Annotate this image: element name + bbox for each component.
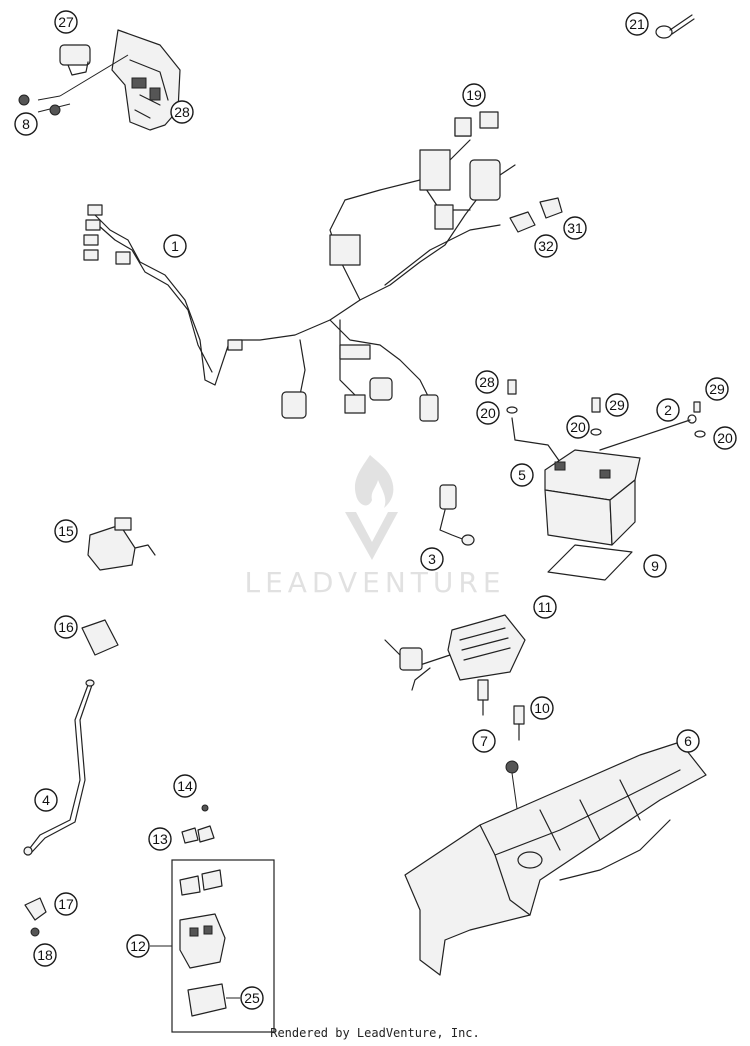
- svg-text:20: 20: [717, 430, 733, 446]
- svg-text:28: 28: [479, 374, 495, 390]
- callout-2: 2: [656, 398, 680, 422]
- ground-cable: [439, 484, 475, 546]
- callout-6: 6: [676, 729, 700, 753]
- svg-text:19: 19: [466, 87, 482, 103]
- battery-pad: [547, 544, 633, 581]
- svg-text:14: 14: [177, 778, 193, 794]
- battery-cables-bolts: [506, 379, 706, 463]
- svg-text:31: 31: [567, 220, 583, 236]
- svg-text:6: 6: [684, 733, 692, 749]
- connector-16: [81, 619, 119, 656]
- callout-13: 13: [148, 827, 172, 851]
- callout-29: 29: [705, 377, 729, 401]
- svg-text:27: 27: [58, 14, 74, 30]
- small-connectors-31-32: [509, 197, 563, 233]
- callout-20c: 20: [713, 426, 737, 450]
- svg-text:28: 28: [174, 104, 190, 120]
- cable-tie: [655, 14, 695, 39]
- starter-relay-box: [150, 859, 275, 1033]
- callout-26: 28: [170, 100, 194, 124]
- svg-text:16: 16: [58, 619, 74, 635]
- svg-text:5: 5: [518, 467, 526, 483]
- callout-8: 8: [14, 112, 38, 136]
- svg-text:18: 18: [37, 947, 53, 963]
- nut-18: [30, 927, 40, 937]
- svg-text:25: 25: [244, 990, 260, 1006]
- callout-18: 18: [33, 943, 57, 967]
- svg-text:9: 9: [651, 558, 659, 574]
- callout-28a: 28: [475, 370, 499, 394]
- svg-text:29: 29: [609, 397, 625, 413]
- callout-10: 10: [530, 696, 554, 720]
- callout-7: 7: [472, 729, 496, 753]
- svg-text:10: 10: [534, 700, 550, 716]
- callout-20b: 20: [566, 415, 590, 439]
- sensor-10: [513, 705, 525, 741]
- svg-text:29: 29: [709, 381, 725, 397]
- battery: [544, 449, 641, 546]
- watermark-logo-icon: [345, 455, 398, 560]
- callout-4: 4: [34, 788, 58, 812]
- starter-cable: [23, 679, 95, 856]
- callouts: 27 28 8 21 19 1 31 32 28 20 29 20 2 29 2…: [14, 10, 737, 1010]
- svg-text:13: 13: [152, 831, 168, 847]
- callout-11: 11: [533, 595, 557, 619]
- svg-text:32: 32: [538, 238, 554, 254]
- svg-text:2: 2: [664, 402, 672, 418]
- battery-tray: [404, 741, 707, 976]
- caps-13-14: [181, 804, 215, 844]
- svg-text:20: 20: [570, 419, 586, 435]
- watermark-text: LEADVENTURE: [244, 566, 505, 599]
- callout-32: 32: [534, 234, 558, 258]
- voltage-regulator: [384, 614, 526, 716]
- main-wiring-harness: [83, 111, 516, 422]
- switch-bracket-assembly: [18, 29, 181, 131]
- callout-17: 17: [54, 892, 78, 916]
- svg-text:20: 20: [480, 405, 496, 421]
- callout-15: 15: [54, 519, 78, 543]
- svg-text:15: 15: [58, 523, 74, 539]
- svg-text:11: 11: [538, 599, 553, 615]
- watermark: LEADVENTURE: [244, 455, 505, 599]
- callout-27: 27: [54, 10, 78, 34]
- svg-text:3: 3: [428, 551, 436, 567]
- callout-19: 19: [462, 83, 486, 107]
- callout-1: 1: [163, 234, 187, 258]
- connector-19: [454, 117, 472, 137]
- callout-3: 3: [420, 547, 444, 571]
- svg-text:17: 17: [58, 896, 74, 912]
- svg-text:4: 4: [42, 792, 50, 808]
- svg-text:7: 7: [480, 733, 488, 749]
- callout-21: 21: [625, 12, 649, 36]
- callout-31: 31: [563, 216, 587, 240]
- callout-25: 25: [240, 986, 264, 1010]
- callout-9: 9: [643, 554, 667, 578]
- footer-credit: Rendered by LeadVenture, Inc.: [270, 1026, 480, 1040]
- relay-15: [87, 517, 156, 571]
- callout-12: 12: [126, 934, 150, 958]
- callout-28b: 29: [605, 393, 629, 417]
- svg-text:1: 1: [171, 238, 179, 254]
- callout-5: 5: [510, 463, 534, 487]
- svg-text:21: 21: [629, 16, 645, 32]
- svg-text:8: 8: [22, 116, 30, 132]
- svg-text:12: 12: [130, 938, 146, 954]
- callout-14: 14: [173, 774, 197, 798]
- callout-16: 16: [54, 615, 78, 639]
- cap-17: [24, 897, 47, 921]
- callout-20a: 20: [476, 401, 500, 425]
